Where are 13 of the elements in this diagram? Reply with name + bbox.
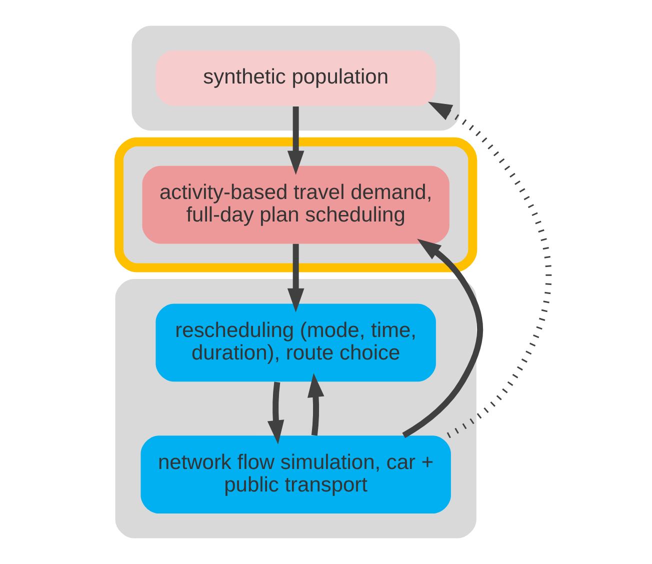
node-box: network flow simulation, car + public transport (140, 436, 450, 514)
cluster (114, 137, 477, 272)
arrow (266, 382, 284, 444)
arrow (286, 106, 304, 175)
node-box: activity-based travel demand, full-day plan scheduling (142, 166, 449, 244)
arrow (427, 102, 552, 438)
arrow (286, 244, 304, 312)
cluster (131, 26, 460, 131)
arrow (402, 238, 483, 438)
arrow (306, 373, 324, 436)
node-box: synthetic population (155, 50, 436, 106)
cluster (114, 279, 476, 538)
node-box: rescheduling (mode, time, duration), route choice (155, 304, 436, 382)
